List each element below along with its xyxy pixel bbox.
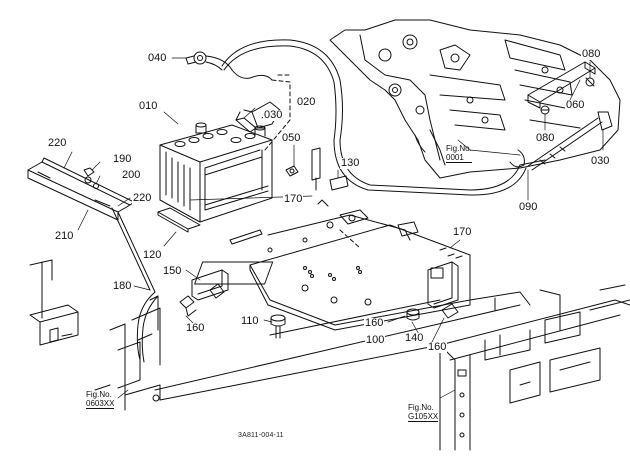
clamp-left xyxy=(191,269,229,301)
callout-160-left: 160 xyxy=(185,322,206,334)
callout-060: 060 xyxy=(565,99,586,111)
positive-cable xyxy=(185,51,273,81)
frame-guide-lines xyxy=(154,299,521,401)
callout-050: 050 xyxy=(281,132,302,144)
callout-180: 180 xyxy=(112,280,133,292)
callout-220-top: 220 xyxy=(47,137,68,149)
battery-base-plate xyxy=(194,209,471,331)
callout-080-top: 080 xyxy=(581,48,602,60)
fig-ref-label: Fig.No. xyxy=(408,403,434,412)
stay-bracket xyxy=(527,61,596,115)
callout-140: 140 xyxy=(404,332,425,344)
bolt-140 xyxy=(406,308,420,321)
fig-ref-number: 0603XX xyxy=(86,399,115,409)
bolt-110 xyxy=(270,314,286,339)
callout-150: 150 xyxy=(162,265,183,277)
fig-ref-number: 0001 xyxy=(446,153,472,163)
callout-200: 200 xyxy=(121,169,142,181)
callout-170-right: 170 xyxy=(452,226,473,238)
wing-nut-2 xyxy=(209,283,225,299)
fig-ref-number: G105XX xyxy=(408,412,439,422)
callout-120: 120 xyxy=(142,249,163,261)
battery-pads xyxy=(157,207,263,245)
chassis-frame xyxy=(439,284,630,451)
callout-170-left: 170 xyxy=(283,193,304,205)
long-bolt xyxy=(527,111,613,171)
clip-130 xyxy=(329,175,349,191)
cable-180 xyxy=(136,291,159,363)
callout-020: 020 xyxy=(296,96,317,108)
callout-040: 040 xyxy=(147,52,168,64)
clamp-right xyxy=(427,261,459,309)
callout-030-bolt: 030 xyxy=(590,155,611,167)
fig-ref-g105xx[interactable]: Fig.No. G105XX xyxy=(408,403,439,422)
fig-ref-0001[interactable]: Fig.No. 0001 xyxy=(446,144,472,163)
callout-160-right: 160 xyxy=(427,341,448,353)
battery xyxy=(159,122,273,223)
fig-ref-0603xx[interactable]: Fig.No. 0603XX xyxy=(86,390,115,409)
callout-160-mid: 160 xyxy=(364,317,385,329)
wing-nut-3 xyxy=(441,303,459,319)
callout-130: 130 xyxy=(340,157,361,169)
bolt-050 xyxy=(285,147,321,191)
callout-080-bottom: 080 xyxy=(535,132,556,144)
callout-090: 090 xyxy=(518,201,539,213)
engine-block xyxy=(329,19,621,179)
lower-left-bracket xyxy=(29,259,161,411)
diagram-code: 3A811-004-11 xyxy=(238,432,284,439)
callout-210: 210 xyxy=(54,230,75,242)
callout-110: 110 xyxy=(240,315,260,327)
callout-100: 100 xyxy=(365,334,386,346)
fig-ref-label: Fig.No. xyxy=(86,390,112,399)
callout-010: 010 xyxy=(138,100,159,112)
callout-190: 190 xyxy=(112,153,133,165)
callout-220-bottom: 220 xyxy=(132,192,153,204)
fig-ref-label: Fig.No. xyxy=(446,144,472,153)
dashed-leaders xyxy=(264,74,361,249)
callout-030-cable: 030 xyxy=(263,109,284,121)
small-clips xyxy=(317,199,463,259)
wing-nut-1 xyxy=(179,295,197,317)
